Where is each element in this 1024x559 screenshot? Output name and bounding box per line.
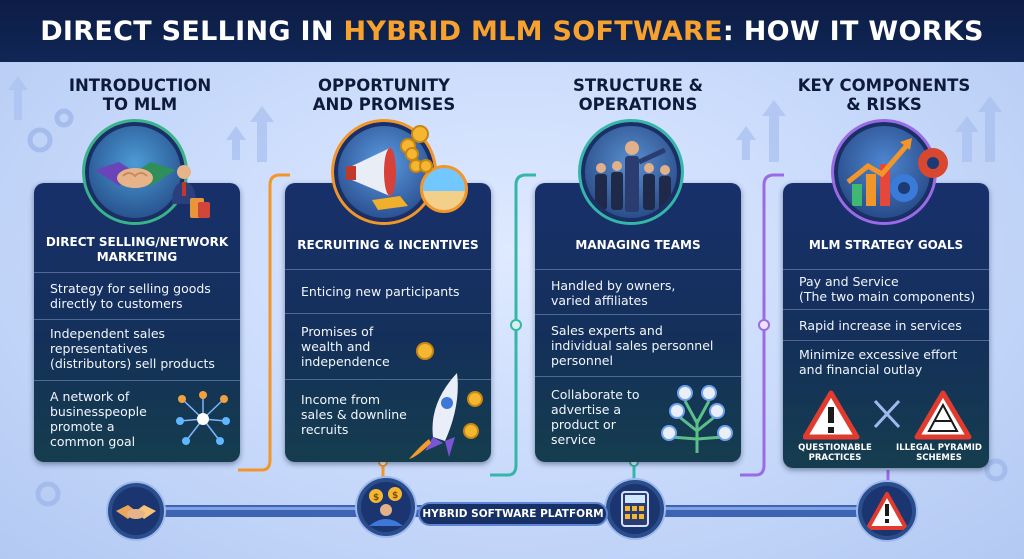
coin-icon — [463, 423, 479, 439]
arrow-up-icon — [736, 126, 756, 160]
platform-node-calculator — [606, 480, 664, 538]
people-tree-icon — [661, 385, 733, 453]
svg-text:$: $ — [373, 493, 379, 503]
medal-team — [581, 122, 681, 222]
platform-label: HYBRID SOFTWARE PLATFORM — [418, 502, 608, 526]
rocket-icon — [409, 342, 483, 459]
list-item: Sales experts and individual sales perso… — [535, 314, 741, 368]
svg-text:$: $ — [392, 491, 398, 501]
gear-icon — [918, 148, 948, 178]
platform-node-alert — [858, 482, 916, 540]
platform-node-payout: $ $ — [357, 478, 415, 536]
arrow-up-icon — [250, 106, 274, 162]
card-structure: MANAGING TEAMS Handled by owners, varied… — [535, 183, 741, 462]
payout-hand-icon: $ $ — [369, 487, 403, 526]
card-heading: RECRUITING & INCENTIVES — [297, 238, 479, 252]
calculator-icon — [621, 491, 649, 527]
cross-icon — [873, 399, 901, 429]
card-introduction: DIRECT SELLING/NETWORK MARKETING Strateg… — [34, 183, 240, 462]
medal-megaphone — [334, 122, 434, 222]
card-heading: MANAGING TEAMS — [575, 238, 701, 252]
card-heading: MLM STRATEGY GOALS — [808, 238, 964, 252]
card-key-components: MLM STRATEGY GOALS Pay and Service (The … — [783, 183, 989, 468]
column-title-opportunity: OPPORTUNITY AND PROMISES — [312, 76, 456, 114]
arrow-up-icon — [226, 126, 246, 160]
gear-icon — [890, 174, 918, 202]
page-title: DIRECT SELLING IN HYBRID MLM SOFTWARE: H… — [40, 15, 984, 47]
gold-bar-icon — [372, 196, 408, 210]
connector-line-orange — [238, 173, 290, 472]
arrow-up-icon — [8, 76, 28, 120]
gear-icon — [35, 481, 61, 507]
team-icon — [595, 141, 671, 212]
arrow-up-icon — [978, 96, 1002, 162]
warning-caption-questionable: QUESTIONABLE PRACTICES — [798, 443, 872, 463]
column-title-key-components: KEY COMPONENTS & RISKS — [797, 76, 971, 114]
arrow-up-icon — [762, 100, 786, 162]
handshake-icon — [95, 162, 175, 188]
arrow-up-icon — [955, 116, 979, 162]
list-item: Collaborate to advertise a product or se… — [535, 376, 741, 447]
list-item: Minimize excessive effort and financial … — [783, 340, 989, 377]
gear-icon — [27, 127, 53, 153]
warning-caption-pyramid: ILLEGAL PYRAMID SCHEMES — [896, 443, 982, 463]
warnings-icons — [803, 390, 972, 440]
platform-node-handshake — [108, 483, 164, 539]
list-item: Enticing new participants — [285, 269, 491, 299]
handshake-icon — [116, 505, 156, 519]
card-heading: DIRECT SELLING/NETWORK MARKETING — [45, 235, 229, 264]
column-title-introduction: INTRODUCTION TO MLM — [68, 76, 212, 114]
coin-icon — [405, 125, 433, 173]
gear-icon — [54, 108, 74, 128]
beach-icon — [420, 165, 468, 213]
list-item: Rapid increase in services — [783, 309, 989, 333]
column-title-structure: STRUCTURE & OPERATIONS — [572, 76, 704, 114]
list-item: Strategy for selling goods directly to c… — [34, 272, 240, 311]
list-item: A network of businesspeople promote a co… — [34, 380, 240, 449]
network-icon — [176, 391, 230, 445]
gear-icon — [984, 458, 1008, 482]
list-item: Promises of wealth and independence — [285, 313, 491, 369]
list-item: Pay and Service (The two main components… — [783, 269, 989, 304]
growth-chart-icon — [846, 138, 918, 206]
coin-icon — [467, 391, 483, 407]
pyramid-warning-icon — [914, 390, 972, 440]
card-opportunity: RECRUITING & INCENTIVES Enticing new par… — [285, 183, 491, 462]
coin-icon — [416, 342, 434, 360]
alert-icon — [866, 492, 908, 530]
title-bar: DIRECT SELLING IN HYBRID MLM SOFTWARE: H… — [0, 0, 1024, 62]
megaphone-icon — [346, 138, 423, 210]
businessman-icon — [172, 165, 210, 218]
list-item: Income from sales & downline recruits — [285, 379, 491, 437]
list-item: Handled by owners, varied affiliates — [535, 269, 741, 308]
warning-icon — [803, 390, 860, 440]
list-item: Independent sales representatives (distr… — [34, 319, 240, 371]
